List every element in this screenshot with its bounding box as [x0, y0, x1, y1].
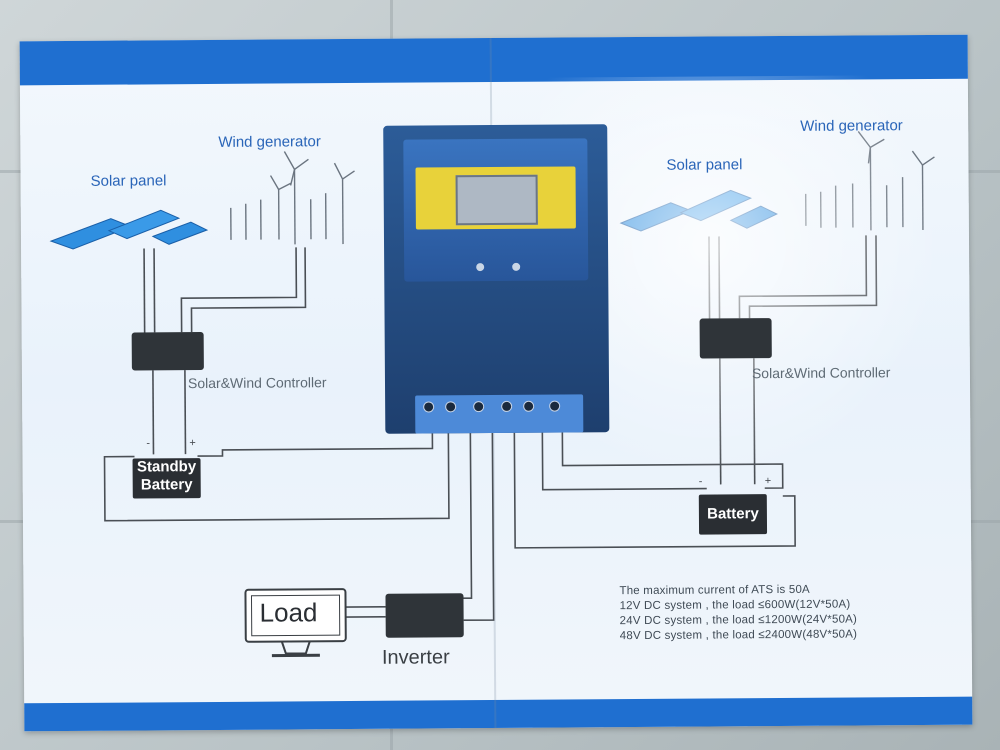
terminal-screw — [549, 400, 561, 412]
controller-label-left: Solar&Wind Controller — [187, 374, 327, 392]
solar-panel-label-right: Solar panel — [666, 156, 743, 174]
device-button — [512, 262, 521, 271]
load-monitor-icon — [244, 588, 347, 658]
inverter-label: Inverter — [381, 646, 450, 669]
terminal-screw — [523, 400, 535, 412]
note-line: The maximum current of ATS is 50A — [619, 583, 810, 598]
standby-battery: Standby Battery — [132, 458, 201, 499]
standby-battery-label-line1: Standby — [136, 458, 197, 476]
lcd-screen — [455, 174, 538, 226]
solar-wind-controller-right — [699, 318, 772, 359]
battery-right: Battery — [698, 494, 768, 535]
terminal-screw — [423, 401, 435, 413]
note-line: 12V DC system , the load ≤600W(12V*50A) — [619, 598, 851, 613]
note-line: 24V DC system , the load ≤1200W(24V*50A) — [619, 613, 858, 628]
wind-generator-icon — [804, 131, 935, 231]
minus-sign: - — [146, 437, 150, 449]
solar-panel-icon — [619, 189, 778, 232]
note-line: 48V DC system , the load ≤2400W(48V*50A) — [619, 628, 858, 643]
solar-panel-label-left: Solar panel — [90, 172, 167, 190]
wind-generator-label-left: Wind generator — [218, 133, 321, 151]
standby-battery-label-line2: Battery — [140, 476, 193, 494]
device-front-panel — [403, 138, 589, 282]
wiring-diagram-sheet: - + - + — [19, 34, 973, 732]
battery-label-right: Battery — [707, 505, 759, 523]
solar-panel-icon — [49, 209, 209, 250]
terminal-screw — [501, 400, 513, 412]
controller-label-right: Solar&Wind Controller — [751, 364, 891, 382]
wind-generator-label-right: Wind generator — [800, 117, 903, 135]
terminal-block — [415, 394, 584, 434]
terminal-screw — [445, 401, 457, 413]
device-button — [476, 263, 485, 272]
plus-sign: + — [765, 475, 772, 487]
inverter-box — [385, 593, 464, 638]
load-label: Load — [259, 597, 318, 628]
device-brand-text — [430, 235, 560, 248]
wind-generator-icon — [230, 151, 355, 245]
ats-device — [383, 124, 610, 434]
minus-sign: - — [699, 476, 703, 488]
solar-wind-controller-left — [131, 332, 204, 371]
lcd-frame — [415, 166, 576, 230]
terminal-screw — [473, 401, 485, 413]
specification-notes: The maximum current of ATS is 50A 12V DC… — [619, 582, 857, 644]
plus-sign: + — [189, 437, 196, 449]
